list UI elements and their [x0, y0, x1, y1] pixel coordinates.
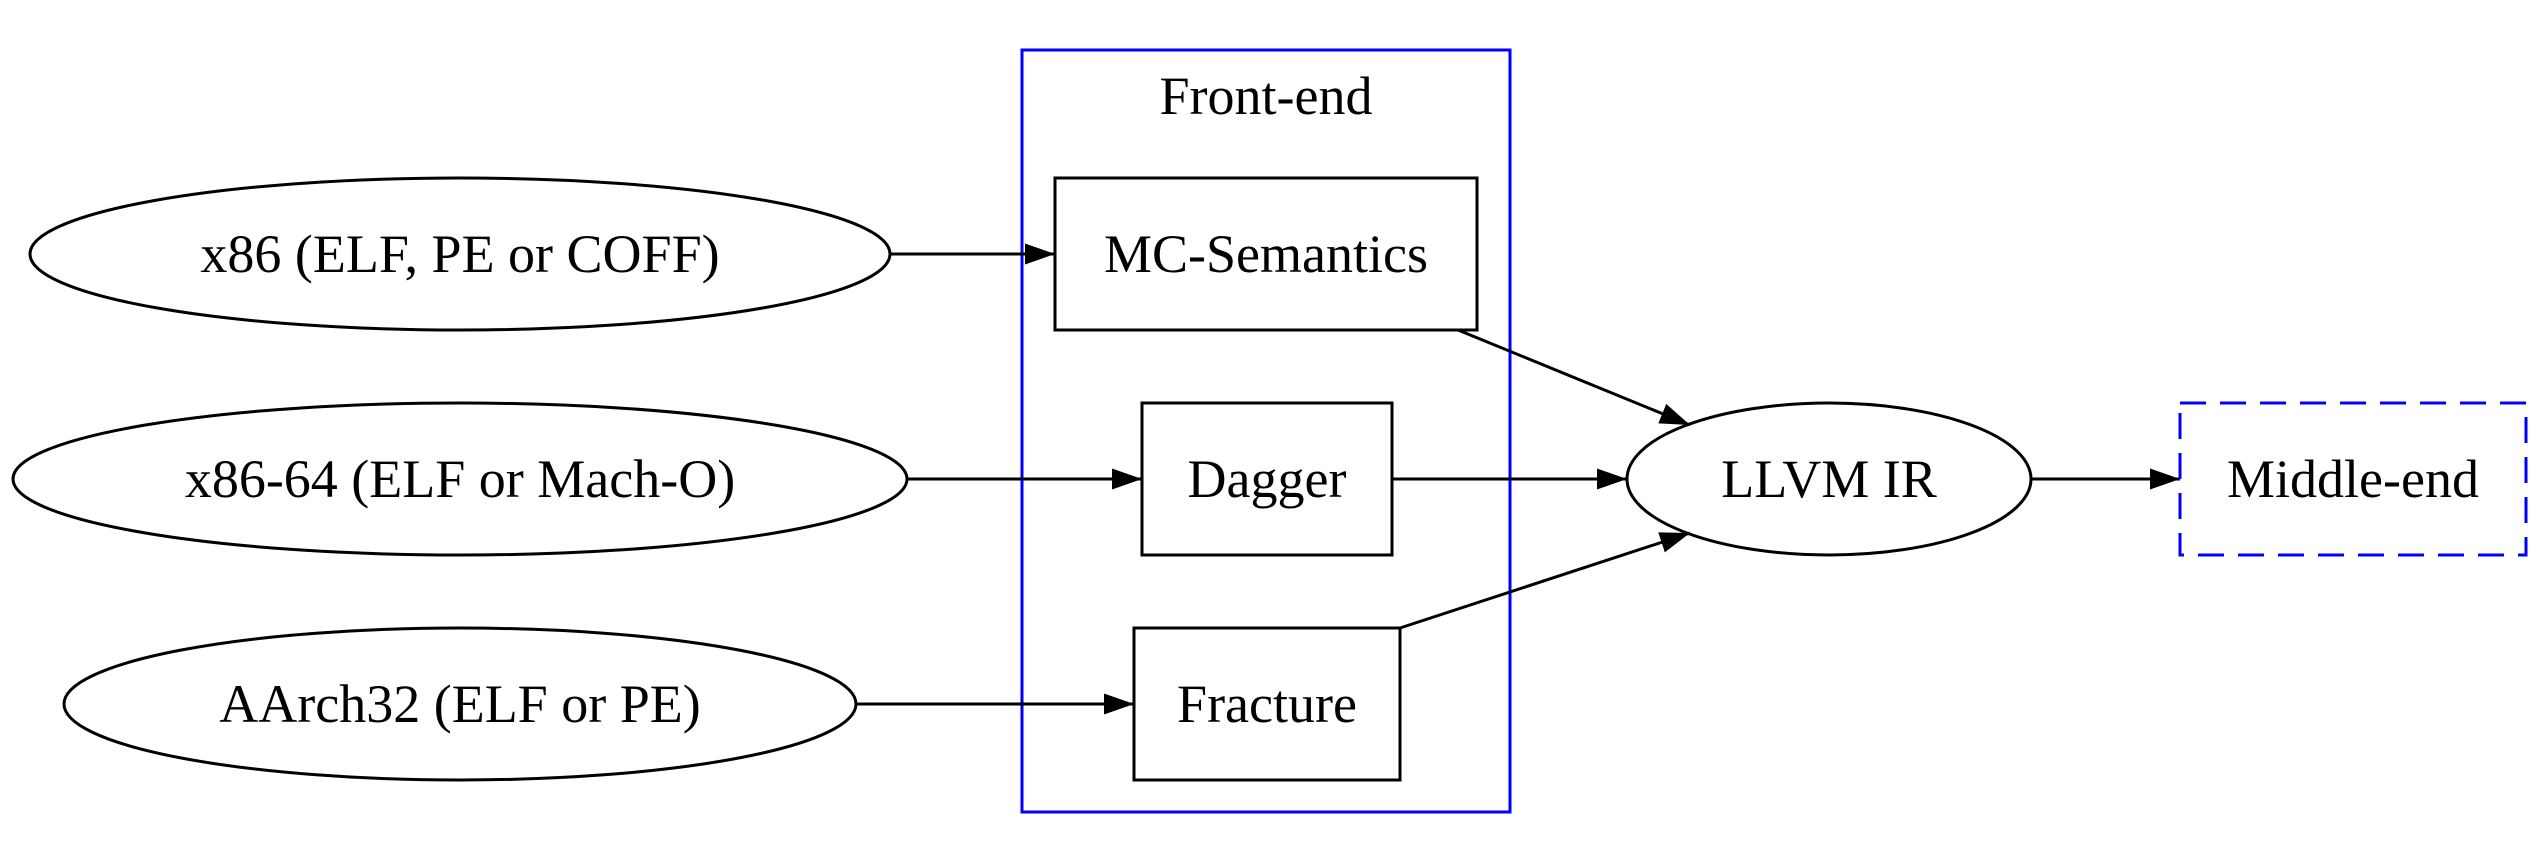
ir-node-llvm-ir-shape — [1625, 401, 2033, 557]
middle-end-node: Middle-end — [2178, 401, 2528, 557]
frontend-node-dagger-label: Dagger — [1188, 449, 1347, 509]
frontend-cluster-border — [1020, 48, 1512, 814]
frontend-node-dagger-box — [1140, 401, 1394, 557]
frontend-node-dagger: Dagger — [1140, 401, 1394, 557]
frontend-node-mc-semantics-label: MC-Semantics — [1104, 224, 1428, 284]
frontend-node-fracture-label: Fracture — [1177, 674, 1357, 734]
frontend-node-mc-semantics: MC-Semantics — [1053, 176, 1479, 332]
input-node-x86-64-label: x86-64 (ELF or Mach-O) — [185, 449, 735, 509]
input-node-aarch32-shape — [62, 626, 858, 782]
edge-fracture-to-llvm-ir — [1399, 531, 1691, 630]
input-node-x86-64: x86-64 (ELF or Mach-O) — [11, 401, 909, 557]
frontend-cluster-label: Front-end — [1160, 66, 1373, 126]
frontend-node-fracture-box — [1132, 626, 1402, 782]
input-node-aarch32: AArch32 (ELF or PE) — [62, 626, 858, 782]
input-node-x86-64-shape — [11, 401, 909, 557]
edge-mc-semantics-to-llvm-ir — [1457, 328, 1691, 427]
ir-node-llvm-ir: LLVM IR — [1625, 401, 2033, 557]
input-node-x86-label: x86 (ELF, PE or COFF) — [200, 224, 719, 284]
middle-end-node-label: Middle-end — [2227, 449, 2479, 509]
frontend-node-mc-semantics-box — [1053, 176, 1479, 332]
frontend-cluster: Front-end — [1020, 48, 1512, 814]
input-node-aarch32-label: AArch32 (ELF or PE) — [219, 674, 700, 734]
input-node-x86-shape — [28, 176, 892, 332]
edges — [856, 243, 2180, 715]
input-node-x86: x86 (ELF, PE or COFF) — [28, 176, 892, 332]
frontend-node-fracture: Fracture — [1132, 626, 1402, 782]
middle-end-node-box — [2178, 401, 2528, 557]
ir-node-llvm-ir-label: LLVM IR — [1721, 449, 1937, 509]
